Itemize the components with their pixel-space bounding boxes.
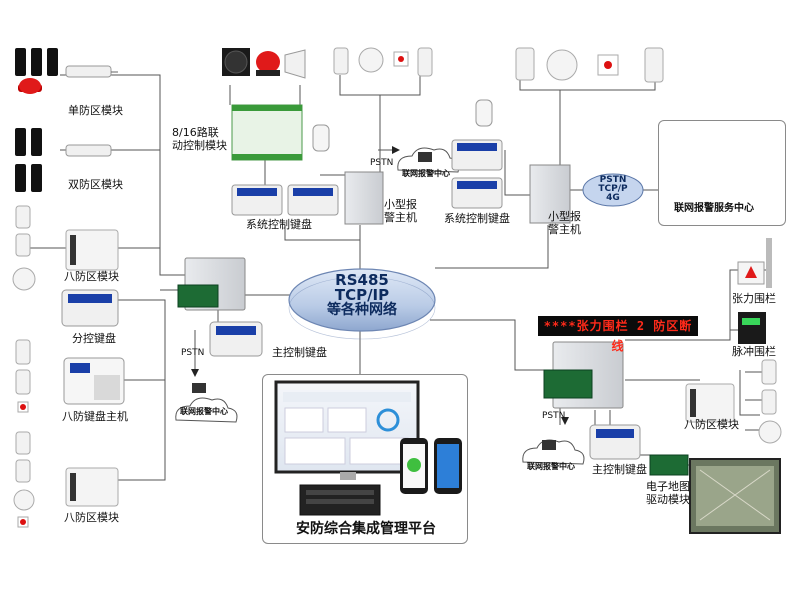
- phone-app-icon: [434, 438, 462, 494]
- pstn-left-label: PSTN: [181, 348, 205, 358]
- eight-zone-bottom-left-label: 八防区模块: [64, 511, 119, 524]
- map-driver-module-icon: [649, 454, 689, 476]
- eight-zone-module-icon-left: [65, 229, 119, 271]
- alarm-light-icon-1: [18, 78, 42, 94]
- network-ellipse: [288, 268, 436, 332]
- map-driver-label-1: 电子地图: [646, 480, 690, 493]
- linkage-module-icon: [231, 104, 303, 161]
- beam-detector-icon-2: [15, 128, 42, 192]
- main-keypad-left-icon: [209, 321, 263, 357]
- single-zone-label: 单防区模块: [68, 104, 123, 117]
- network-line-3: 等各种网络: [327, 302, 397, 318]
- remote-icon-2: [475, 99, 493, 127]
- network-line-1: RS485: [335, 271, 389, 289]
- pstn-4g-cloud-icon: [582, 173, 644, 207]
- main-control-host-right-icon: [543, 341, 624, 409]
- pstn-top-label: PSTN: [370, 158, 394, 168]
- eight-zone-right-label: 八防区模块: [684, 418, 739, 431]
- cloud-left-label: 联网报警中心: [180, 407, 228, 416]
- platform-server-icon: [299, 484, 381, 516]
- main-keypad-left-label: 主控制键盘: [272, 346, 327, 359]
- linkage-module-label-2: 动控制模块: [172, 139, 227, 152]
- pulse-fence-icon: [738, 312, 766, 344]
- eight-zone-left-label: 八防区模块: [64, 270, 119, 283]
- main-control-host-left-icon: [177, 257, 246, 311]
- remote-icon-1: [312, 124, 330, 152]
- pir-detector-icon-right: [758, 359, 782, 444]
- eight-zone-module-icon-bottom: [65, 467, 119, 507]
- pulse-fence-label: 脉冲围栏: [732, 345, 776, 358]
- map-driver-label-2: 驱动模块: [646, 493, 690, 506]
- phone-wechat-icon: [400, 438, 428, 494]
- system-keypad-2-label: 系统控制键盘: [444, 212, 510, 225]
- platform-box: [262, 374, 468, 544]
- small-host-1-icon: [344, 171, 384, 225]
- small-host-2-icon: [529, 164, 571, 224]
- horn-icon: [284, 49, 306, 79]
- pir-detector-icon-1: [12, 205, 36, 291]
- tension-fence-icon: [737, 238, 772, 288]
- sub-keypad-label: 分控键盘: [72, 332, 116, 345]
- eight-zone-keypad-host-label: 八防键盘主机: [62, 410, 128, 423]
- single-zone-module-icon: [65, 65, 118, 78]
- cloud-icon-right: [522, 439, 585, 465]
- eight-zone-module-icon-right: [685, 383, 735, 423]
- platform-label: 安防综合集成管理平台: [296, 521, 436, 537]
- system-keypad-1-icon: [231, 184, 339, 216]
- pir-detector-icon-2: [15, 339, 31, 413]
- cloud-right-label: 联网报警中心: [527, 462, 575, 471]
- electronic-map-screen-icon: [689, 458, 781, 534]
- system-keypad-1-label: 系统控制键盘: [246, 218, 312, 231]
- pir-detector-icon-3: [13, 431, 35, 528]
- network-label: RS485 TCP/IP 等各种网络: [302, 273, 422, 318]
- detectors-top-middle-icon: [333, 47, 433, 77]
- alarm-light-icon-2: [256, 51, 280, 76]
- sub-keypad-icon: [61, 289, 119, 327]
- pstn-right-label: PSTN: [542, 411, 566, 421]
- small-host-1-label-1: 小型报: [384, 198, 417, 211]
- dual-zone-module-icon: [65, 144, 112, 157]
- small-host-1-label-2: 警主机: [384, 211, 417, 224]
- pstn-4g-label: PSTN TCP/P 4G: [588, 176, 638, 203]
- system-keypad-2-icon: [451, 139, 503, 209]
- eight-zone-keypad-host-icon: [63, 357, 125, 405]
- dual-zone-label: 双防区模块: [68, 178, 123, 191]
- main-keypad-right-label: 主控制键盘: [592, 463, 647, 476]
- tension-fence-label: 张力围栏: [732, 292, 776, 305]
- pstn-4g-line-2: TCP/P: [598, 184, 628, 194]
- led-display: ****张力围栏 2 防区断线: [538, 316, 698, 353]
- small-host-2-label-1: 小型报: [548, 210, 581, 223]
- network-line-2: TCP/IP: [334, 286, 390, 304]
- pstn-4g-line-3: 4G: [606, 193, 620, 203]
- small-host-2-label-2: 警主机: [548, 223, 581, 236]
- pstn-4g-line-1: PSTN: [599, 175, 627, 185]
- detectors-top-right-icon: [515, 47, 664, 83]
- beam-detector-icon-1: [15, 48, 58, 76]
- service-center-box: [658, 120, 786, 226]
- cloud-icon-left: [175, 383, 238, 423]
- fan-icon: [222, 48, 250, 76]
- service-center-label: 联网报警服务中心: [674, 203, 754, 214]
- cloud-top-label: 联网报警中心: [402, 169, 450, 178]
- platform-monitor-icon: [274, 380, 420, 480]
- main-keypad-right-icon: [589, 424, 641, 460]
- linkage-module-label-1: 8/16路联: [172, 126, 219, 139]
